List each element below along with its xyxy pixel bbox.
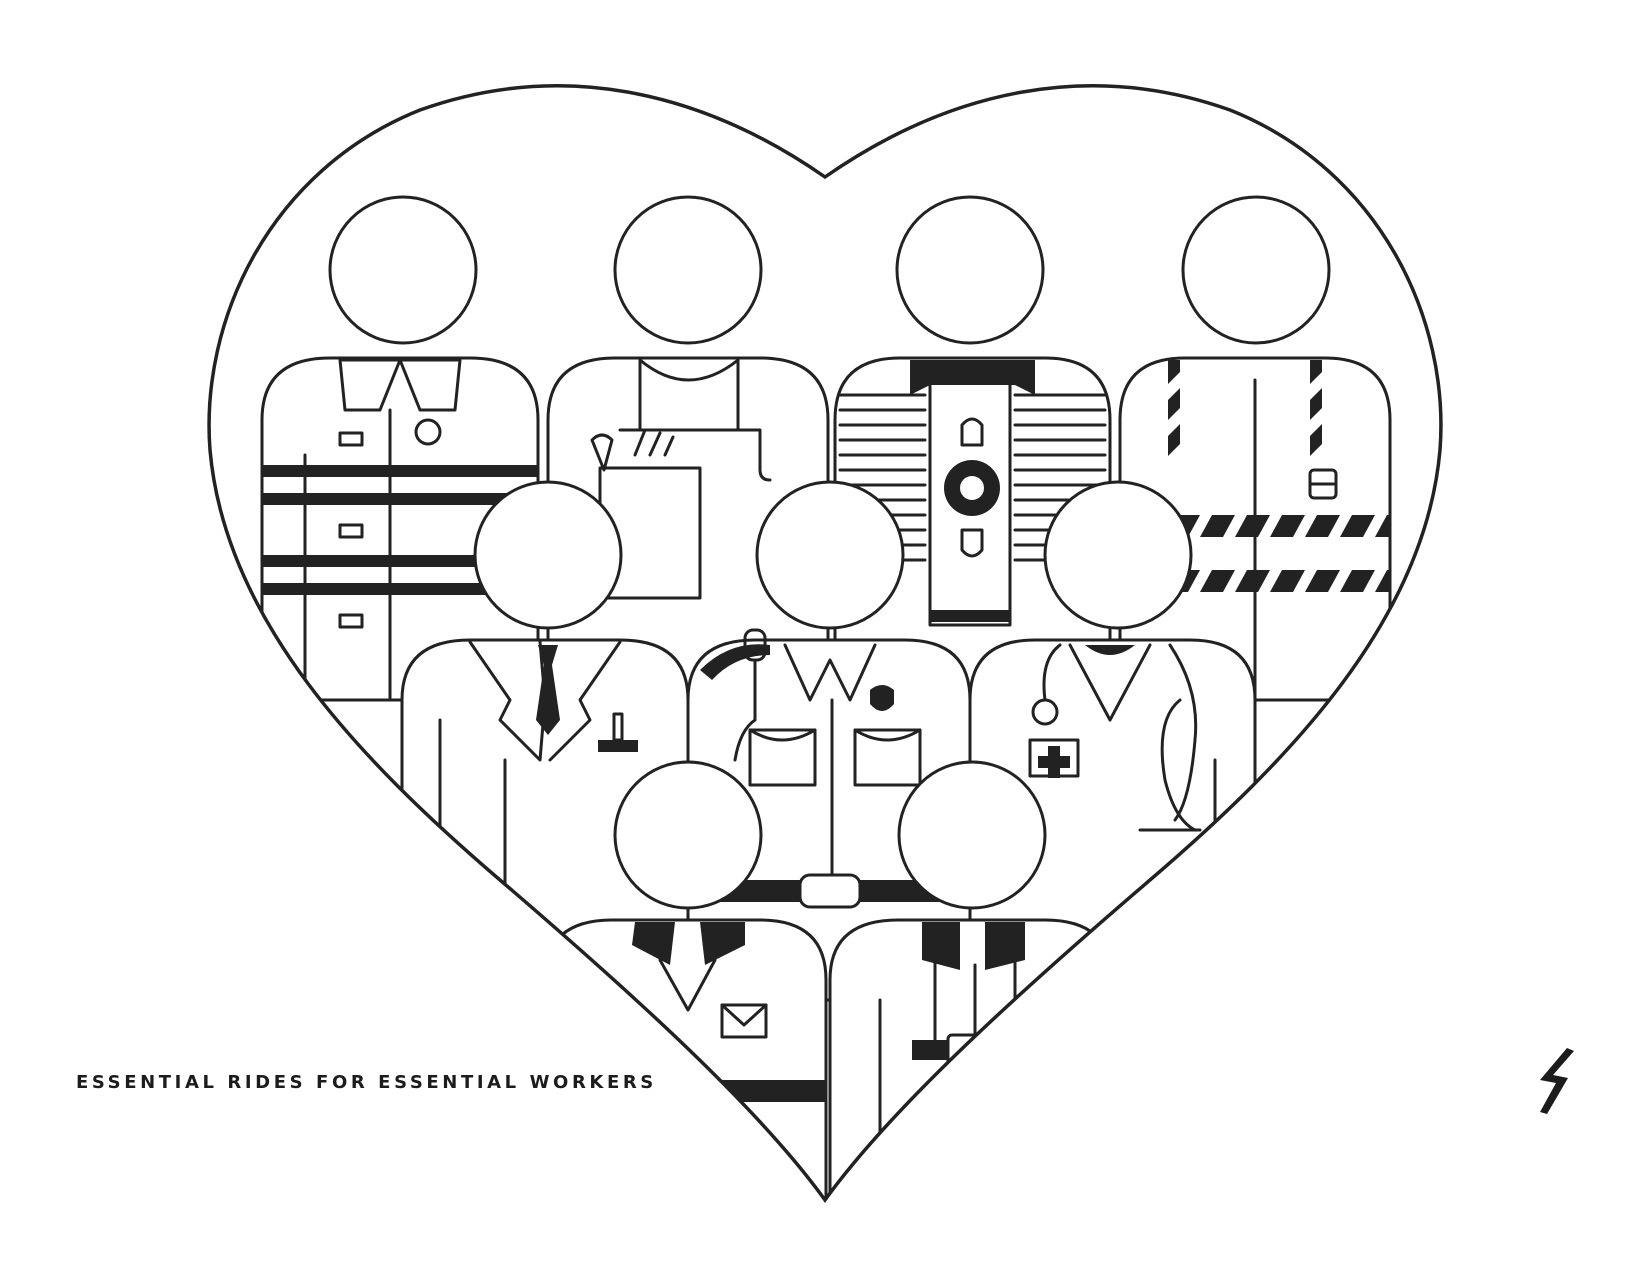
belt-buckle-icon bbox=[798, 873, 862, 909]
pen-icon bbox=[612, 712, 624, 742]
worker-police bbox=[686, 628, 972, 1002]
tagline-text: ESSENTIAL RIDES FOR ESSENTIAL WORKERS bbox=[76, 1072, 657, 1093]
bus-icon bbox=[1308, 468, 1338, 500]
coat-clasp-icon bbox=[338, 523, 364, 539]
head bbox=[1043, 480, 1193, 630]
worker-mechanic bbox=[833, 356, 1112, 702]
specialized-s-logo-icon bbox=[1540, 1048, 1574, 1114]
envelope-icon bbox=[720, 1003, 768, 1039]
worker-mail-carrier bbox=[543, 918, 828, 1200]
head bbox=[897, 760, 1047, 910]
coat-clasp-icon bbox=[338, 431, 364, 447]
head bbox=[755, 480, 905, 630]
stethoscope-icon bbox=[1031, 643, 1202, 832]
worker-transit-driver bbox=[1118, 356, 1392, 702]
radio-microphone-icon bbox=[733, 628, 767, 762]
worker-utility bbox=[828, 918, 1114, 1200]
coat-clasp-icon bbox=[338, 613, 364, 629]
police-badge-icon bbox=[870, 685, 894, 711]
gear-wrench-icon bbox=[944, 417, 1000, 558]
head bbox=[613, 760, 763, 910]
head bbox=[1181, 195, 1331, 345]
first-aid-kit-icon bbox=[1028, 738, 1080, 778]
head bbox=[895, 195, 1045, 345]
head bbox=[613, 195, 763, 345]
worker-firefighter bbox=[260, 356, 540, 702]
head bbox=[328, 195, 478, 345]
head bbox=[473, 480, 623, 630]
